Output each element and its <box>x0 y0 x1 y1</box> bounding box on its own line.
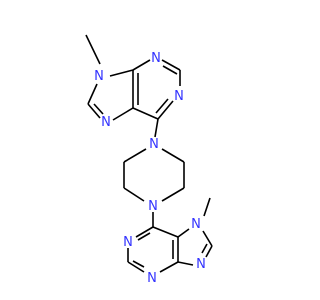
bond-bot-c2-n3 <box>127 261 145 273</box>
bond-bot-n3-c4 <box>159 261 179 273</box>
atom-n-bottom-n9: N <box>196 257 206 272</box>
molecule-structure-diagram: N N N N N N N N N N <box>85 34 213 286</box>
bond-top-n1-c6 <box>157 100 174 120</box>
bond-methyl-top <box>85 34 101 65</box>
atom-n-bottom-n3: N <box>147 271 157 286</box>
bonds <box>85 34 213 273</box>
bond-top-n9-c8 <box>87 83 98 105</box>
bond-pip-3 <box>123 187 145 202</box>
bond-methyl-bottom <box>203 197 211 217</box>
atom-n-top-n3: N <box>151 51 161 66</box>
atom-n-bottom-n1: N <box>123 235 133 250</box>
bond-top-n3-c2-double <box>162 65 178 75</box>
bond-top-c8-n7 <box>87 103 101 119</box>
bond-bot-c6-n1-double <box>137 232 151 241</box>
bond-pip-6 <box>161 187 185 202</box>
bond-top-n3-c2 <box>161 59 181 71</box>
bond-bot-c5-c6 <box>152 226 179 238</box>
atom-labels: N N N N N N N N N N <box>94 51 206 286</box>
atom-n-top-n9: N <box>94 69 104 84</box>
bond-top-n9-c4 <box>109 69 134 77</box>
bond-bot-n7-c8 <box>202 230 213 247</box>
bond-bot-c5-n7 <box>177 228 190 238</box>
bond-bot-n9-c4 <box>177 261 194 266</box>
bond-top-c8-n7-double <box>93 103 104 115</box>
atom-n-piperazine-bottom: N <box>148 199 158 214</box>
bond-bot-c8-n9-double <box>201 243 208 254</box>
atom-n-bottom-n7: N <box>191 217 201 232</box>
bond-pip-1 <box>123 148 147 163</box>
bond-top-c6-c5 <box>132 107 159 120</box>
atom-n-top-n7: N <box>101 115 111 130</box>
bond-top-c6-piperazine-n <box>154 118 159 138</box>
bond-bot-c6-n1 <box>135 226 154 238</box>
bond-bot-c8-n9 <box>205 245 213 258</box>
bond-pip-4 <box>161 148 185 163</box>
atom-n-piperazine-top: N <box>149 137 159 152</box>
bond-top-c4-n3 <box>132 59 151 71</box>
atom-n-top-n1: N <box>174 89 184 104</box>
bond-top-n7-c5 <box>112 107 134 121</box>
bond-top-n1-c6-double <box>155 98 169 114</box>
bond-bot-c2-n3-double <box>132 260 145 268</box>
